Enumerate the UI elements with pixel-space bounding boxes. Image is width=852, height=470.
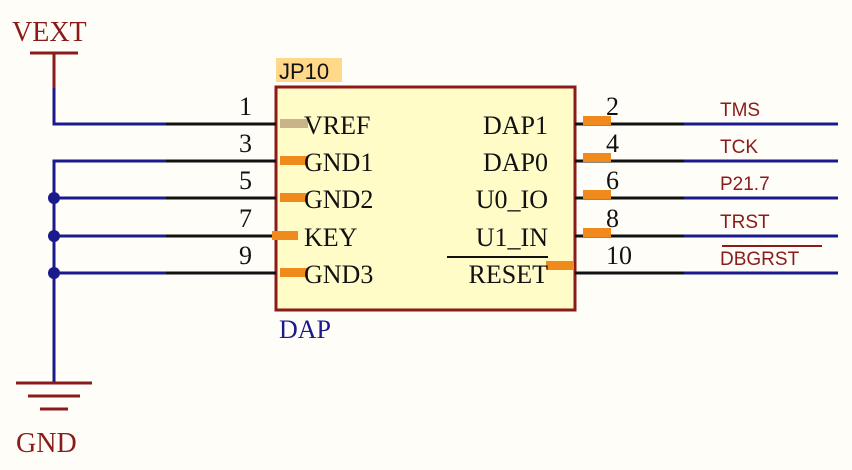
net-tck[interactable]: TCK xyxy=(684,137,838,163)
net-label: DBGRST xyxy=(720,249,800,270)
pin-stub xyxy=(280,119,308,128)
pin-stub xyxy=(546,261,574,270)
junction-dot-key xyxy=(48,230,60,242)
pin-name: GND3 xyxy=(304,260,373,289)
pin-8[interactable]: 8U1_IN xyxy=(476,204,686,252)
net-p21-7[interactable]: P21.7 xyxy=(684,174,838,200)
pin-name: VREF xyxy=(304,111,370,140)
pin-name: DAP0 xyxy=(483,148,548,177)
wire-vext-to-vref[interactable] xyxy=(52,88,166,126)
net-label: TRST xyxy=(720,212,770,233)
component-comment: DAP xyxy=(279,315,331,344)
net-tms[interactable]: TMS xyxy=(684,100,838,126)
net-label: TCK xyxy=(720,137,758,158)
pin-number: 6 xyxy=(606,166,619,195)
pin-name: RESET xyxy=(469,260,549,289)
pin-stub xyxy=(280,193,308,202)
net-dbgrst[interactable]: DBGRST xyxy=(684,245,838,275)
pin-number: 1 xyxy=(239,92,252,121)
pin-stub xyxy=(280,156,308,165)
vext-power-symbol[interactable]: VEXT xyxy=(12,17,87,90)
net-label: P21.7 xyxy=(720,174,770,195)
pin-stub xyxy=(272,231,298,240)
wire-ground-bus[interactable] xyxy=(52,159,166,350)
pin-number: 9 xyxy=(239,241,252,270)
pin-stub xyxy=(583,153,611,162)
pin-number: 7 xyxy=(239,204,252,233)
junction-dot-gnd3 xyxy=(48,267,60,279)
pin-number: 2 xyxy=(606,92,619,121)
pin-stub xyxy=(280,268,308,277)
pin-number: 8 xyxy=(606,204,619,233)
pin-name: GND1 xyxy=(304,148,373,177)
component-designator: JP10 xyxy=(279,59,329,84)
pin-6[interactable]: 6U0_IO xyxy=(476,166,686,214)
pin-number: 3 xyxy=(239,129,252,158)
pin-name: GND2 xyxy=(304,185,373,214)
pin-number: 10 xyxy=(606,241,632,270)
pin-name: U0_IO xyxy=(476,185,548,214)
gnd-power-symbol[interactable]: GND xyxy=(16,381,92,459)
pin-stub xyxy=(583,228,611,237)
designator-highlight xyxy=(276,58,342,82)
pin-name: KEY xyxy=(304,223,358,252)
pin-stub xyxy=(583,116,611,125)
pin-name: U1_IN xyxy=(476,223,548,252)
pin-stub xyxy=(583,190,611,199)
junction-dot-gnd2 xyxy=(48,192,60,204)
net-trst[interactable]: TRST xyxy=(684,212,838,238)
pin-number: 4 xyxy=(606,129,619,158)
pin-number: 5 xyxy=(239,166,252,195)
pin-name: DAP1 xyxy=(483,111,548,140)
gnd-label: GND xyxy=(16,428,77,459)
net-label: TMS xyxy=(720,100,760,121)
vext-label: VEXT xyxy=(12,17,87,48)
